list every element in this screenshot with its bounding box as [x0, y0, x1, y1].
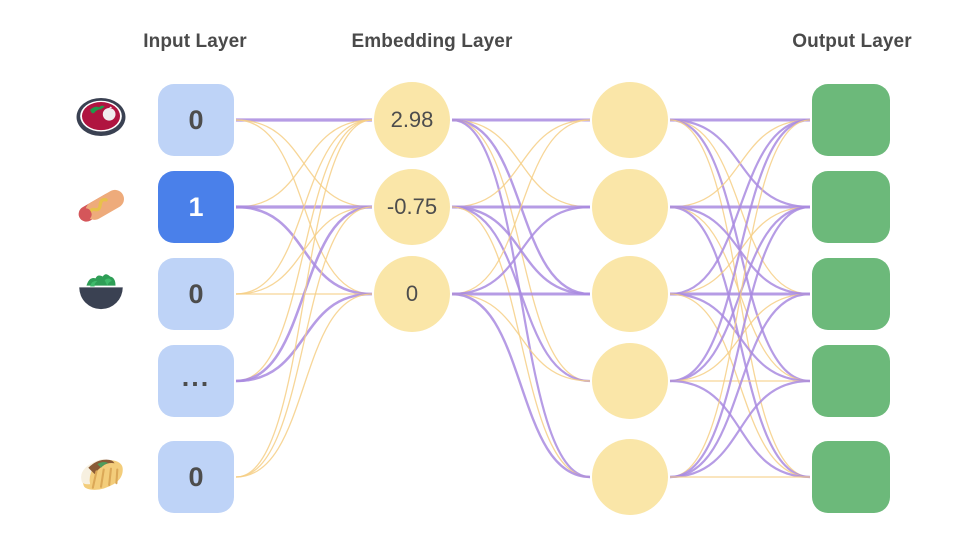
hotdog-icon	[70, 175, 128, 233]
connection-edge	[669, 292, 811, 479]
input-node-value: 0	[188, 278, 204, 309]
hidden-node-4[interactable]	[592, 439, 668, 515]
input-node-3[interactable]: ...	[158, 345, 234, 417]
connection-edge	[235, 293, 373, 478]
connection-edge	[669, 118, 811, 383]
connection-edge	[669, 205, 811, 479]
output-node-1[interactable]	[812, 171, 890, 243]
input-node-1[interactable]: 1	[158, 171, 234, 243]
connection-edge	[451, 205, 591, 296]
connection-edge	[235, 119, 373, 478]
connection-edge	[451, 293, 591, 382]
connection-edge	[235, 119, 373, 382]
connection-edge	[451, 118, 591, 479]
salad-bowl-icon	[72, 262, 130, 320]
connection-edge	[669, 205, 811, 383]
hidden-node-2[interactable]	[592, 256, 668, 332]
connection-edge	[669, 118, 811, 296]
ellipsis-icon: ...	[181, 361, 211, 392]
embedding-node-1[interactable]: -0.75	[374, 169, 450, 245]
connection-edge	[235, 119, 373, 295]
output-node-3[interactable]	[812, 345, 890, 417]
connection-edge	[235, 206, 373, 478]
input-node-value: 1	[188, 191, 204, 222]
output-layer-title: Output Layer	[792, 31, 912, 52]
connection-edge	[235, 205, 373, 383]
input-node-2[interactable]: 0	[158, 258, 234, 330]
connection-edge	[451, 119, 591, 208]
embedding-node-0[interactable]: 2.98	[374, 82, 450, 158]
input-node-4[interactable]: 0	[158, 441, 234, 513]
output-node-2[interactable]	[812, 258, 890, 330]
embedding-node-value: 0	[405, 281, 419, 306]
connection-edge	[669, 379, 811, 479]
connection-edge	[235, 292, 373, 383]
burrito-icon	[72, 446, 130, 504]
input-node-value: 0	[188, 104, 204, 135]
stew-bowl-icon	[72, 88, 130, 146]
input-node-value: 0	[188, 461, 204, 492]
connection-edge	[669, 119, 811, 478]
embedding-layer-title: Embedding Layer	[351, 31, 513, 52]
hidden-node-0[interactable]	[592, 82, 668, 158]
output-node-0[interactable]	[812, 84, 890, 156]
connection-edge	[451, 292, 591, 479]
input-layer-title: Input Layer	[143, 31, 247, 52]
embedding-node-2[interactable]: 0	[374, 256, 450, 332]
connection-edge	[669, 119, 811, 208]
connection-edge	[235, 119, 373, 208]
input-node-0[interactable]: 0	[158, 84, 234, 156]
embedding-node-value: 2.98	[390, 107, 434, 132]
connection-edge	[451, 206, 591, 478]
output-node-4[interactable]	[812, 441, 890, 513]
connection-edge	[451, 119, 591, 295]
embedding-node-value: -0.75	[386, 194, 438, 219]
hidden-node-3[interactable]	[592, 343, 668, 419]
hidden-node-1[interactable]	[592, 169, 668, 245]
